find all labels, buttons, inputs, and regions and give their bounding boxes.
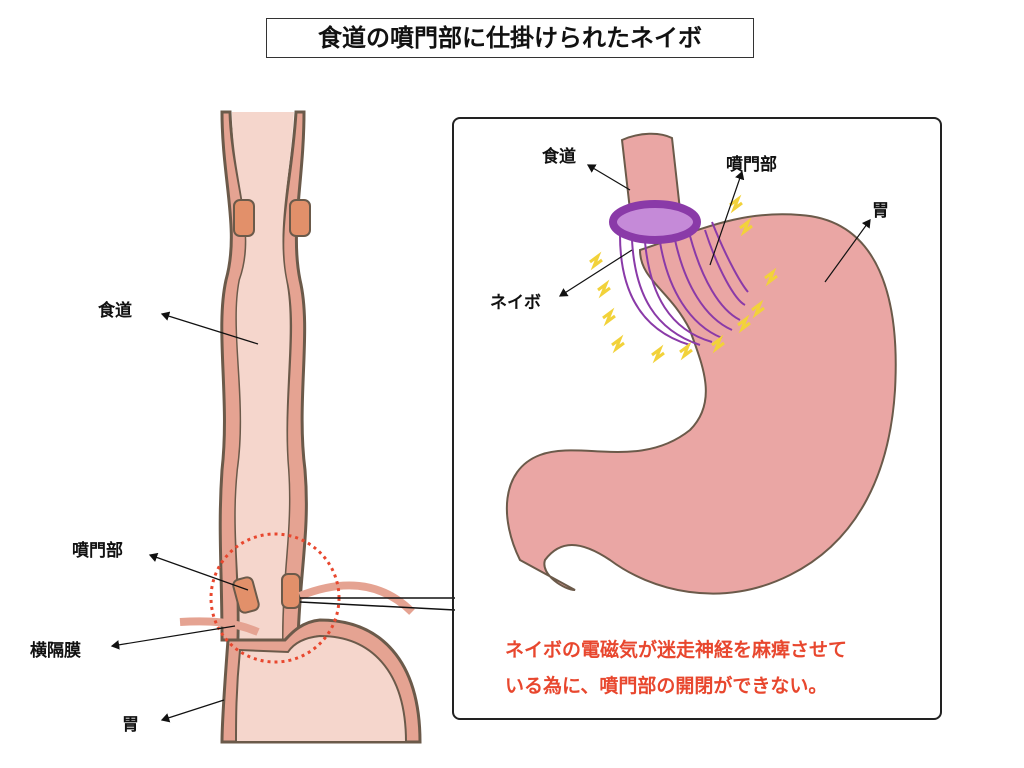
spark-icons [589,194,778,364]
detail-panel [452,117,942,720]
page-title: 食道の噴門部に仕掛けられたネイボ [266,18,754,58]
stomach-cross-section [220,618,422,744]
label-esophagus: 食道 [98,301,132,321]
note-line-1: ネイボの電磁気が迷走神経を麻痺させて [505,639,848,661]
detail-label-esophagus: 食道 [542,147,576,167]
diaphragm [179,581,415,636]
explanation-note: ネイボの電磁気が迷走神経を麻痺させて いる為に、噴門部の開閉ができない。 [505,632,847,704]
detail-label-cardia: 噴門部 [726,155,777,175]
detail-label-stomach: 胃 [872,201,889,221]
label-diaphragm: 横隔膜 [30,641,81,661]
detail-label-neibo: ネイボ [490,293,541,313]
label-cardia: 噴門部 [72,541,123,561]
neibo-device [609,200,749,346]
stomach-illustration [505,132,897,595]
note-line-2: いる為に、噴門部の開閉ができない。 [505,675,828,697]
esophagus-cross-section [218,110,311,642]
label-stomach: 胃 [122,715,139,735]
